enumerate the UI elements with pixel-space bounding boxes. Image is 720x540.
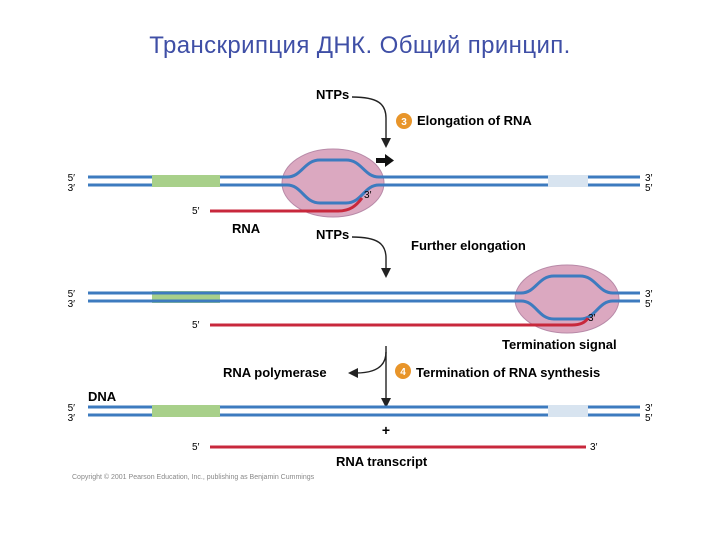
end-label-3-left-2: 3′ [68,299,76,310]
end-label-5-right-3: 5′ [645,413,653,424]
step-3-label: Elongation of RNA [417,113,532,128]
step-3-badge [396,113,412,129]
end-label-3-left-1: 3′ [68,183,76,194]
further-elongation-label: Further elongation [411,238,526,253]
rna-3-end-2: 3′ [588,313,596,324]
end-label-3-right-3: 3′ [645,403,653,414]
promoter-region-1 [152,175,220,187]
rna-3-end-3: 3′ [590,442,598,453]
direction-arrow-body [376,158,386,163]
copyright-notice: Copyright © 2001 Pearson Education, Inc.… [72,474,315,481]
rna-5-end-2: 5′ [192,320,200,331]
ntps-label-2: NTPs [316,227,349,242]
promoter-region-3 [152,405,220,417]
polymerase-release-arrowhead [348,368,358,378]
slide-title: Транскрипция ДНК. Общий принцип. [149,32,571,59]
rna-strand-2 [210,317,590,327]
ntps-arrow-1 [351,96,387,140]
step-3-number: 3 [401,117,407,128]
rna-5-end-3: 5′ [192,442,200,453]
end-label-5-left-2: 5′ [68,289,76,300]
polymerase-release-arrow [355,351,387,374]
dna-top-strand-1 [88,158,640,179]
end-label-3-right-2: 3′ [645,289,653,300]
end-label-5-right-1: 5′ [645,183,653,194]
direction-arrow-head [385,154,394,167]
rna-polymerase-label: RNA polymerase [223,365,327,380]
termination-signal-label: Termination signal [502,337,617,352]
dna-bottom-strand-1 [88,183,640,205]
end-label-3-left-3: 3′ [68,413,76,424]
end-label-5-left-1: 5′ [68,173,76,184]
step-4-label: Termination of RNA synthesis [416,365,600,380]
dna-bottom-strand-2 [88,299,640,321]
plus-sign: + [382,422,390,438]
terminator-region-3 [548,405,588,417]
dna-top-strand-2 [88,274,640,295]
terminator-region-1 [548,175,588,187]
end-label-5-right-2: 5′ [645,299,653,310]
termination-arrowhead [381,398,391,408]
end-label-5-left-3: 5′ [68,403,76,414]
rna-strand-1 [210,197,364,213]
ntps-arrow-2 [351,236,387,270]
ntps-arrowhead-1 [381,138,391,148]
step-4-badge [395,363,411,379]
step-4-number: 4 [400,367,406,378]
ntps-label-1: NTPs [316,87,349,102]
rna-transcript-label: RNA transcript [336,454,428,469]
rna-5-end-1: 5′ [192,206,200,217]
ntps-arrowhead-2 [381,268,391,278]
rna-label: RNA [232,221,261,236]
rna-3-end-1: 3′ [364,190,372,201]
end-label-3-right-1: 3′ [645,173,653,184]
dna-label: DNA [88,389,117,404]
